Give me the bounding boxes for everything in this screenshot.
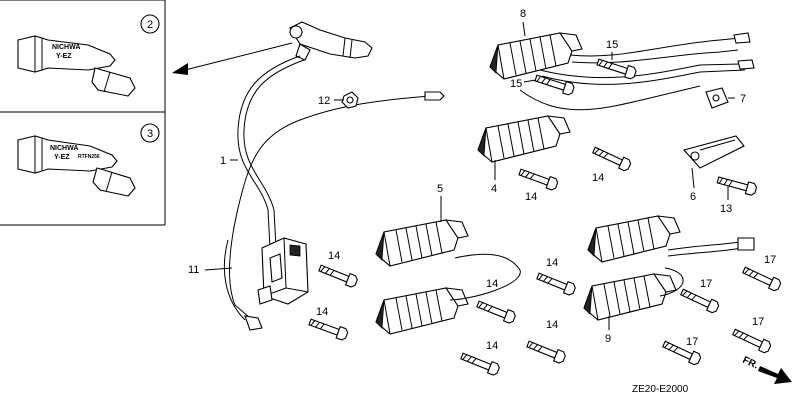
svg-text:NICHWA: NICHWA (50, 145, 78, 152)
callout-6: 6 (690, 191, 696, 203)
callout-14g: 14 (546, 319, 558, 331)
bolt-17b (678, 286, 721, 315)
diagram-code: ZE20-E2000 (632, 384, 689, 395)
charge-coil-top (489, 32, 583, 80)
callout-15b: 15 (510, 78, 522, 90)
ignition-coil (257, 237, 309, 305)
callout-11: 11 (188, 264, 199, 276)
exciter-coil (477, 115, 571, 163)
alternator-coil-left-upper (375, 219, 469, 267)
callout-17b: 17 (700, 278, 712, 290)
callout-7: 7 (740, 93, 746, 105)
bolt-14d (307, 315, 350, 342)
callout-15a: 15 (606, 39, 618, 51)
bolt-14e (535, 269, 577, 297)
callout-9: 9 (605, 333, 611, 345)
bolt-14h (459, 349, 501, 377)
alternator-coil-right-wire (659, 237, 755, 297)
callout-17c: 17 (752, 316, 764, 328)
bracket (682, 135, 745, 169)
callout-1: 1 (220, 155, 226, 167)
callout-14h: 14 (486, 340, 498, 352)
callout-14e: 14 (546, 257, 558, 269)
callout-5: 5 (437, 183, 443, 195)
inset-3: 3 NICHWA Y-EZ RTFN256 (17, 123, 160, 197)
bolt-14b (517, 165, 560, 192)
leader-lines (204, 21, 735, 330)
ground-wire (229, 91, 445, 331)
bolt-15a (595, 55, 638, 81)
callout-13: 13 (720, 203, 732, 215)
callout-17d: 17 (686, 336, 698, 348)
grommet (705, 87, 729, 109)
inset-frame (0, 0, 166, 226)
svg-text:3: 3 (147, 128, 153, 140)
alternator-coil-right-upper (587, 215, 681, 263)
callout-14b: 14 (525, 191, 537, 203)
bolt-17c (730, 326, 773, 355)
charge-coil-wires (519, 32, 755, 111)
svg-text:NICHWA: NICHWA (52, 44, 80, 51)
bolt-14a (590, 144, 633, 173)
svg-text:Y-EZ: Y-EZ (56, 53, 72, 60)
svg-text:2: 2 (147, 19, 153, 31)
bolt-14g (525, 337, 567, 365)
bolt-17a (740, 264, 783, 293)
callout-14a: 14 (592, 172, 604, 184)
callout-14d: 14 (316, 306, 328, 318)
callout-numbers: 1 11 12 8 15 15 7 4 14 14 6 13 5 14 14 1… (188, 8, 776, 352)
alternator-coil-left-wire (449, 253, 521, 301)
callout-14f: 14 (486, 278, 498, 290)
svg-text:RTFN256: RTFN256 (78, 154, 100, 160)
reference-arrow (172, 42, 293, 75)
bolt-13 (715, 173, 758, 197)
callout-8: 8 (520, 8, 526, 20)
alternator-coil-right-lower (583, 273, 677, 321)
svg-text:Y-EZ: Y-EZ (54, 154, 70, 161)
bolt-14c (317, 261, 359, 289)
inset-2: 2 NICHWA Y-EZ (17, 14, 160, 97)
bolt-14f (475, 297, 517, 325)
alternator-coil-left-lower (375, 287, 469, 335)
spark-plug-cap (289, 21, 373, 61)
wire-clip (341, 91, 359, 109)
callout-4: 4 (491, 183, 497, 195)
ignition-wire (223, 55, 305, 321)
callout-17a: 17 (764, 254, 776, 266)
callout-12: 12 (318, 95, 330, 107)
callout-14c: 14 (328, 250, 340, 262)
front-direction-arrow: FR. (741, 355, 792, 384)
svg-text:FR.: FR. (741, 355, 760, 372)
